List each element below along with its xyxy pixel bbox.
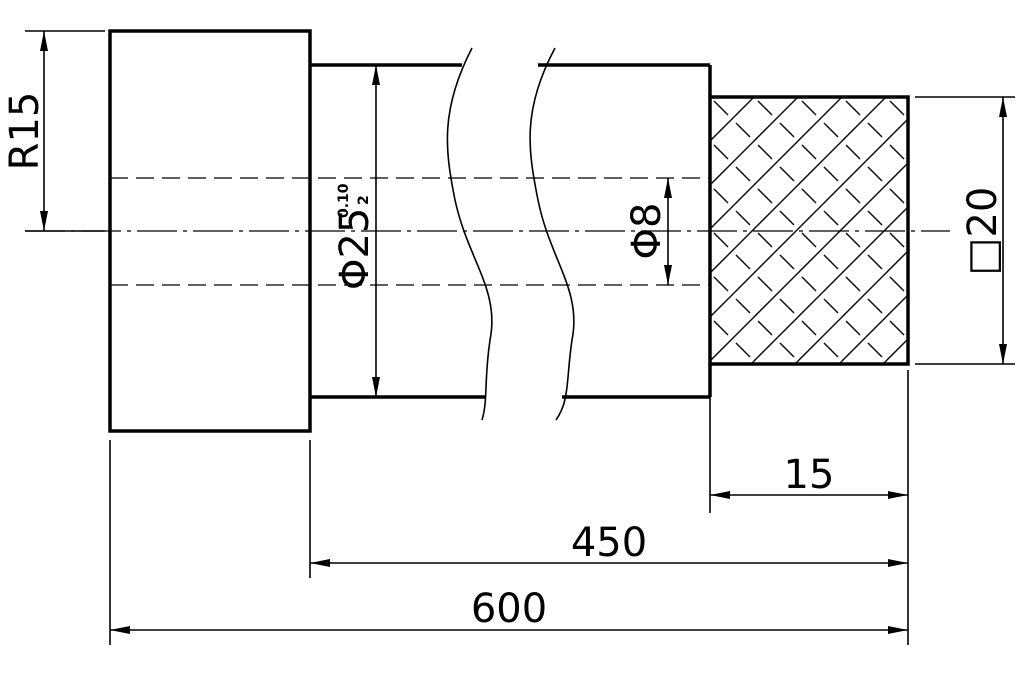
- dimension-shaft-length: 450: [310, 520, 908, 567]
- square-label: □20: [960, 187, 1006, 276]
- break-line-left: [446, 47, 493, 421]
- dimension-square: □20: [915, 96, 1015, 365]
- dimension-radius: R15: [2, 30, 105, 232]
- knurl-length-label: 15: [784, 452, 835, 498]
- shaft-length-label: 450: [571, 520, 647, 566]
- shaft-diameter-label: Φ25: [332, 208, 378, 290]
- break-line-right: [529, 47, 575, 421]
- extension-lines: [109, 370, 909, 645]
- shaft: [310, 63, 712, 399]
- radius-label: R15: [2, 92, 48, 171]
- dimension-total-length: 600: [110, 586, 908, 634]
- dimension-bore-diameter: Φ8: [624, 178, 672, 285]
- total-length-label: 600: [471, 586, 547, 632]
- dimension-knurl-length: 15: [710, 452, 908, 499]
- dimension-shaft-diameter: Φ25 0.10 2: [332, 65, 380, 397]
- bore-diameter-label: Φ8: [624, 203, 670, 260]
- tolerance-lower: 2: [356, 195, 372, 205]
- tolerance-upper: 0.10: [336, 183, 352, 218]
